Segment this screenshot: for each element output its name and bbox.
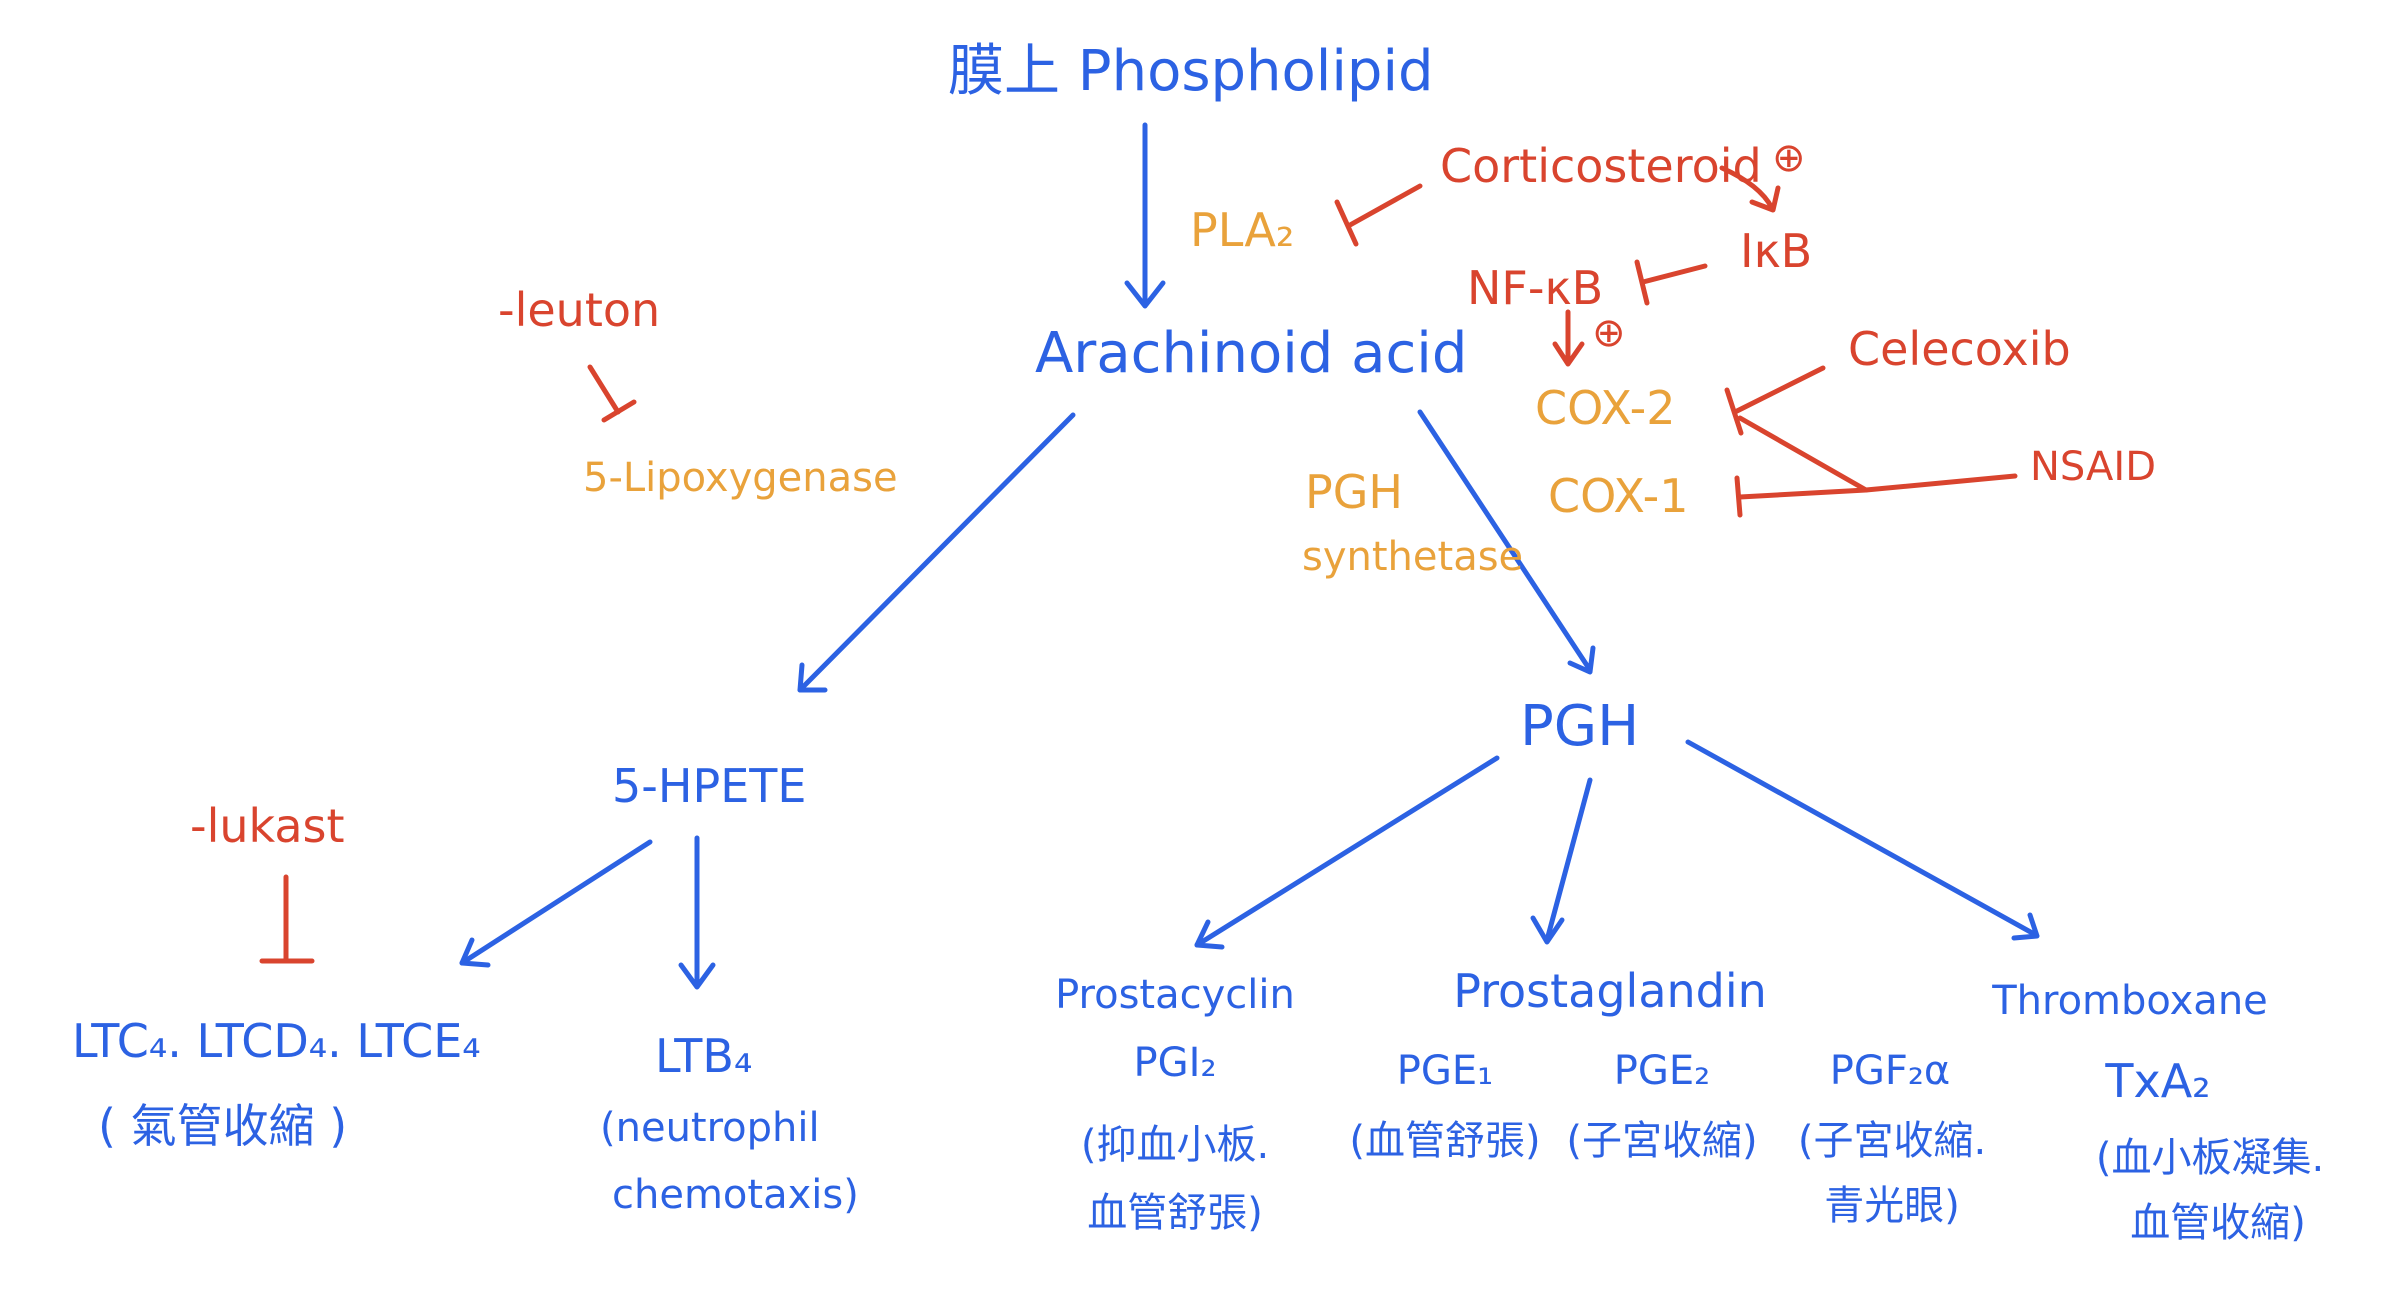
ltc-effect-label: ( 氣管收縮 ) — [98, 1099, 348, 1153]
pgi2-label: PGI₂ — [1133, 1040, 1217, 1086]
ltb-effect-line2: chemotaxis) — [612, 1172, 859, 1218]
lipoxygenase-label: 5-Lipoxygenase — [583, 455, 898, 501]
txa2-label: TxA₂ — [2105, 1054, 2211, 1108]
pge1-label: PGE₁ — [1396, 1048, 1494, 1094]
arrow-pgh-to-thromboxane — [1685, 739, 2040, 941]
nfkb-plus-icon: ⊕ — [1592, 310, 1626, 356]
pge2-effect-label: (子宮收縮) — [1566, 1118, 1758, 1164]
arrow-hpete-to-ltb — [678, 835, 716, 990]
prostaglandin-label: Prostaglandin — [1453, 964, 1767, 1018]
pgf2a-label: PGF₂α — [1829, 1048, 1951, 1094]
inhibit-ikb-nfkb — [1634, 259, 1708, 306]
pgh-synthetase-line2: synthetase — [1302, 534, 1524, 580]
thromboxane-label: Thromboxane — [1992, 978, 2268, 1024]
inhibit-celecoxib-cox2 — [1724, 365, 1826, 436]
ikb-label: IκB — [1740, 224, 1813, 278]
hpete-label: 5-HPETE — [612, 759, 807, 813]
pge1-effect-label: (血管舒張) — [1349, 1118, 1541, 1164]
arrow-pgh-to-prostaglandin — [1530, 777, 1593, 945]
arrow-phospholipid-to-arachidonic — [1124, 122, 1166, 309]
celecoxib-label: Celecoxib — [1848, 322, 2071, 376]
arrow-arachidonic-to-pgh — [1417, 409, 1596, 675]
pgf2a-effect-line1: (子宮收縮. — [1797, 1118, 1987, 1164]
prostacyclin-label: Prostacyclin — [1055, 972, 1295, 1018]
ltb-label: LTB₄ — [655, 1029, 753, 1083]
arrow-hpete-to-ltc — [459, 839, 653, 968]
ltb-effect-line1: (neutrophil — [600, 1105, 820, 1151]
nfkb-label: NF-κB — [1467, 261, 1604, 315]
arachidonic-acid-label: Arachinoid acid — [1035, 321, 1468, 386]
cox2-label: COX-2 — [1535, 381, 1676, 435]
pgi2-effect-line1: (抑血小板. — [1080, 1122, 1270, 1168]
cox1-label: COX-1 — [1548, 469, 1689, 523]
corticosteroid-label: Corticosteroid — [1440, 139, 1762, 193]
leuton-label: -leuton — [498, 283, 661, 337]
pgf2a-effect-line2: 青光眼) — [1824, 1183, 1960, 1229]
txa2-effect-line1: (血小板凝集. — [2095, 1135, 2325, 1181]
ltc-label: LTC₄. LTCD₄. LTCE₄ — [72, 1014, 481, 1068]
inhibit-nsaid-cox — [1734, 415, 2018, 518]
corticosteroid-plus-icon: ⊕ — [1772, 135, 1806, 181]
txa2-effect-line2: 血管收縮) — [2130, 1200, 2306, 1246]
arrow-pgh-to-prostacyclin — [1194, 755, 1500, 950]
inhibit-corticosteroid-pla2 — [1334, 183, 1423, 247]
pgi2-effect-line2: 血管舒張) — [1087, 1190, 1263, 1236]
pge2-label: PGE₂ — [1613, 1048, 1711, 1094]
pla2-label: PLA₂ — [1190, 203, 1295, 257]
activate-nfkb-cox2 — [1552, 309, 1585, 367]
pgh-label: PGH — [1520, 694, 1640, 759]
activate-corticosteroid-ikb — [1719, 165, 1781, 213]
lukast-label: -lukast — [190, 799, 345, 853]
nsaid-label: NSAID — [2030, 444, 2157, 490]
membrane-phospholipid-label: 膜上 Phospholipid — [948, 39, 1434, 104]
inhibit-lukast-leukotrienes — [259, 874, 315, 964]
arrow-arachidonic-to-hpete — [797, 412, 1076, 693]
pgh-synthetase-line1: PGH — [1305, 465, 1403, 519]
inhibit-leuton-lipoxygenase — [587, 364, 637, 423]
